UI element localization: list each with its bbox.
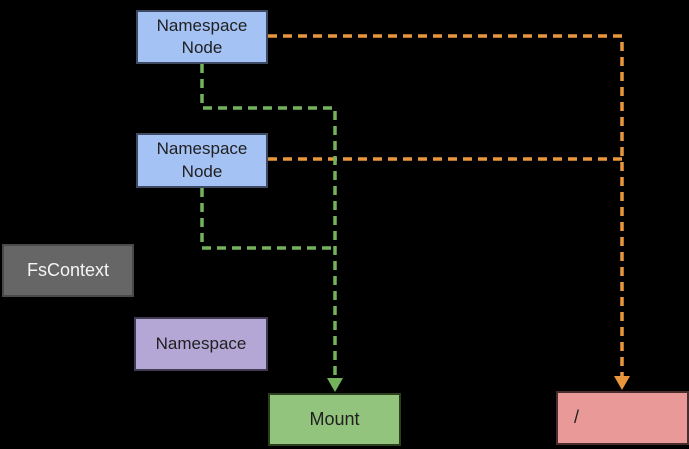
edge-namespace-node-top-to-root bbox=[268, 34, 624, 376]
node-namespace-label: Namespace bbox=[155, 333, 247, 353]
node-mount: Mount bbox=[268, 393, 401, 446]
node-root-directory-label: / bbox=[574, 407, 580, 428]
arrowhead-green-into-mount bbox=[327, 378, 343, 392]
edge-namespace-node-top-to-mount bbox=[200, 64, 337, 378]
node-mount-label: Mount bbox=[309, 408, 360, 429]
node-namespace-node-mid: Namespace Node bbox=[136, 133, 268, 188]
node-root-directory: / bbox=[556, 391, 689, 445]
node-namespace: Namespace bbox=[134, 317, 268, 371]
node-namespace-node-mid-label: Namespace Node bbox=[156, 139, 248, 181]
node-fscontext: FsContext bbox=[2, 244, 134, 297]
edge-namespace-node-mid-to-mount bbox=[200, 188, 335, 250]
node-fscontext-label: FsContext bbox=[26, 259, 110, 280]
node-namespace-node-top-label: Namespace Node bbox=[156, 15, 248, 57]
node-namespace-node-top: Namespace Node bbox=[136, 10, 268, 64]
arrowhead-orange-into-root bbox=[614, 376, 630, 390]
